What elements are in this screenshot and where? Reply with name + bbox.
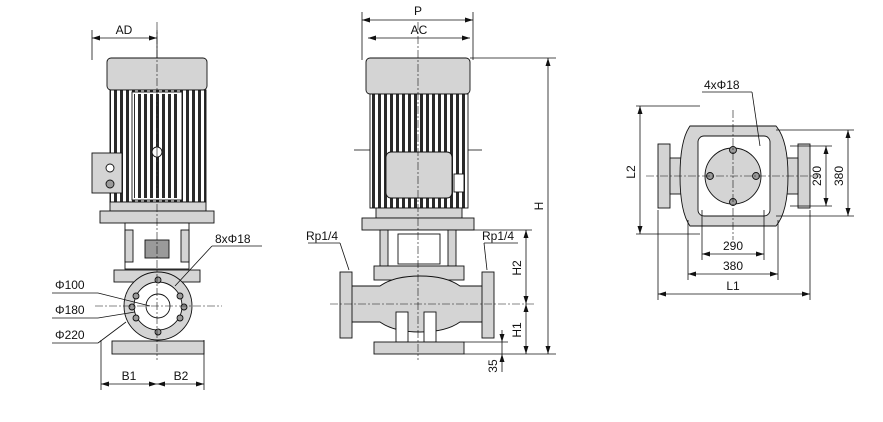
h2-label: H2 [510, 260, 524, 276]
l1-label: L1 [726, 279, 740, 293]
d380v-label: 380 [832, 166, 846, 186]
side-view: P AC Rp1/4 Rp1/4 [306, 4, 556, 373]
d290h-label: 290 [723, 239, 743, 253]
ad-dimension: AD [91, 23, 158, 60]
h1-label: H1 [510, 322, 524, 338]
p-label: P [414, 4, 422, 18]
phi180-label: Φ180 [55, 303, 85, 317]
ac-label: AC [411, 23, 428, 37]
rp-left-label: Rp1/4 [306, 229, 338, 243]
b2-label: B2 [174, 369, 189, 383]
d380h-label: 380 [723, 259, 743, 273]
top-bolts-label: 4xΦ18 [704, 78, 740, 92]
front-bolts-label: 8xΦ18 [215, 232, 251, 246]
terminal-box [91, 152, 123, 194]
ad-label: AD [116, 23, 133, 37]
d290v-label: 290 [810, 166, 824, 186]
side-terminal-box [385, 151, 453, 199]
left-flange [339, 271, 353, 339]
right-flange [481, 271, 495, 339]
front-view: AD [52, 22, 262, 390]
rp-right-label: Rp1/4 [482, 229, 514, 243]
phi220-label: Φ220 [55, 328, 85, 342]
b1-label: B1 [122, 369, 137, 383]
h-label: H [532, 202, 546, 211]
l2-label: L2 [624, 165, 638, 179]
phi100-label: Φ100 [55, 278, 85, 292]
top-view: 4xΦ18 L2 290 380 290 380 [624, 78, 854, 300]
d35-label: 35 [486, 359, 500, 373]
